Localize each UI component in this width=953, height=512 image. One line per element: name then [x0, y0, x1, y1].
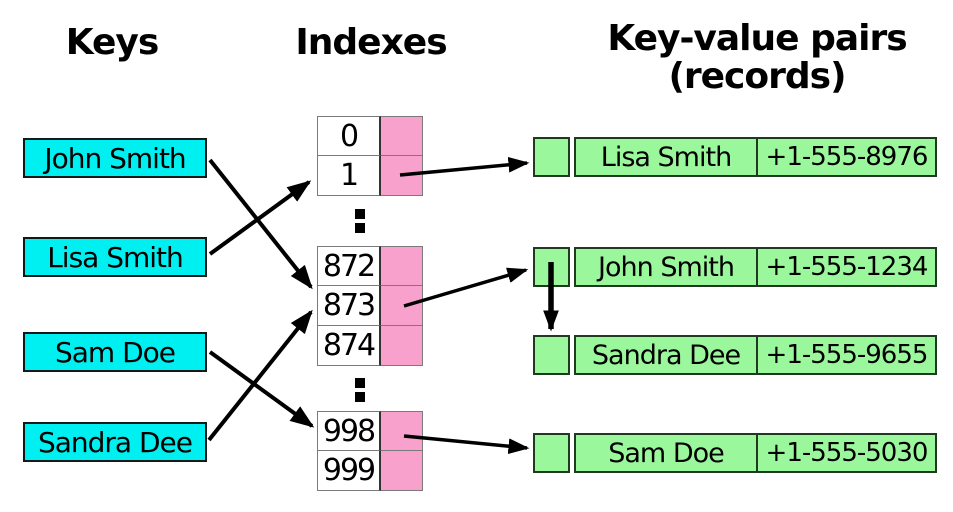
index-cell: 872: [317, 246, 381, 286]
records-heading-line2: (records): [668, 56, 846, 97]
ellipsis-icon: [355, 209, 365, 233]
index-table-bottom: 998 999: [317, 411, 423, 491]
arrow-sandra-to-873: [207, 309, 313, 442]
key-label: Sandra Dee: [37, 425, 193, 459]
records-heading-line1: Key-value pairs: [607, 18, 907, 59]
record-phone-cell: +1-555-1234: [765, 252, 929, 282]
arrow-john-to-873: [208, 158, 313, 290]
key-box-sam-doe: Sam Doe: [23, 332, 207, 372]
record-phone-cell: +1-555-8976: [765, 142, 929, 172]
key-box-john-smith: John Smith: [23, 138, 207, 178]
record-name-cell: John Smith: [576, 249, 758, 285]
record-main: Lisa Smith +1-555-8976: [574, 137, 937, 177]
bucket-cell: [381, 325, 423, 366]
index-row-874: 874: [317, 325, 423, 366]
keys-heading: Keys: [65, 22, 160, 63]
index-cell: 998: [317, 411, 381, 451]
record-phone-cell: +1-555-5030: [765, 438, 929, 468]
record-pointer-cell: [533, 247, 570, 287]
index-cell: 999: [317, 450, 381, 491]
bucket-cell: [381, 450, 423, 491]
index-cell: 874: [317, 325, 381, 366]
record-name-cell: Sandra Dee: [576, 337, 758, 373]
records-heading: Key-value pairs (records): [557, 20, 953, 96]
key-box-lisa-smith: Lisa Smith: [23, 237, 207, 277]
record-main: Sandra Dee +1-555-9655: [574, 335, 937, 375]
bucket-cell: [381, 155, 423, 196]
index-row-0: 0: [317, 116, 423, 156]
arrow-sam-to-998: [208, 350, 315, 428]
bucket-cell: [381, 246, 423, 286]
indexes-heading: Indexes: [295, 22, 447, 63]
index-row-872: 872: [317, 246, 423, 286]
index-row-873: 873: [317, 285, 423, 326]
record-main: John Smith +1-555-1234: [574, 247, 937, 287]
ellipsis-icon: [355, 378, 365, 402]
bucket-cell: [381, 285, 423, 326]
key-label: Sam Doe: [54, 335, 176, 369]
record-name-cell: Lisa Smith: [576, 139, 758, 175]
key-box-sandra-dee: Sandra Dee: [23, 422, 207, 462]
record-phone-cell: +1-555-9655: [765, 340, 929, 370]
key-label: John Smith: [44, 141, 186, 175]
record-pointer-cell: [533, 137, 570, 177]
index-row-998: 998: [317, 411, 423, 451]
bucket-cell: [381, 116, 423, 156]
bucket-cell: [381, 411, 423, 451]
arrow-lisa-to-1: [208, 180, 312, 256]
index-cell: 873: [317, 285, 381, 326]
index-row-1: 1: [317, 155, 423, 196]
key-label: Lisa Smith: [47, 240, 184, 274]
index-cell: 0: [317, 116, 381, 156]
index-row-999: 999: [317, 450, 423, 491]
record-pointer-cell: [533, 335, 570, 375]
record-main: Sam Doe +1-555-5030: [574, 433, 937, 473]
index-table-top: 0 1: [317, 116, 423, 196]
record-pointer-cell: [533, 433, 570, 473]
index-table-middle: 872 873 874: [317, 246, 423, 366]
index-cell: 1: [317, 155, 381, 196]
record-name-cell: Sam Doe: [576, 435, 758, 471]
